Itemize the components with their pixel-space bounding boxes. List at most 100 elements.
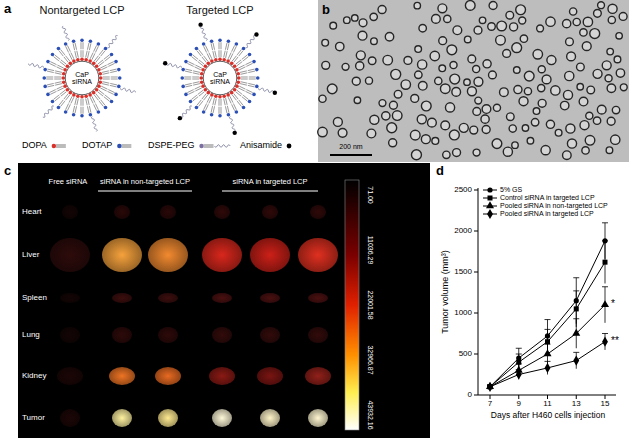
nanoparticle-ring — [563, 151, 572, 160]
lipid-tail — [54, 79, 61, 80]
dotap-head — [114, 60, 118, 64]
error-cap — [516, 348, 522, 349]
lipid-tail — [246, 63, 252, 66]
scale-value: 11036.29 — [366, 236, 374, 265]
nanoparticle-ring — [580, 121, 589, 130]
nanoparticle-ring — [378, 5, 386, 13]
dotap-head — [242, 47, 246, 51]
dotap-head — [227, 39, 231, 43]
dopa-head — [62, 72, 66, 76]
dotap-head — [189, 53, 193, 57]
error-cap — [602, 222, 608, 223]
dopa-head — [76, 94, 80, 98]
legend-text: Control siRNA in targeted LCP — [500, 194, 595, 202]
legend-text: DOTAP — [82, 141, 112, 151]
nanoparticle-ring — [319, 95, 326, 102]
lipid-tail — [233, 46, 236, 52]
tick-mark — [474, 190, 478, 191]
dotap-head — [110, 53, 114, 57]
lipid-tail — [185, 71, 192, 73]
nanoparticle-ring — [432, 138, 439, 145]
nanoparticle-ring — [482, 105, 491, 114]
lipid-tail — [245, 91, 251, 94]
nanoparticle-ring — [450, 74, 460, 84]
dopa-head — [199, 76, 203, 80]
lipid-tail — [237, 90, 242, 94]
nanoparticle-ring — [441, 121, 450, 130]
lipid-tail — [193, 97, 198, 101]
peg-chain — [43, 106, 54, 117]
lipid-tail — [47, 83, 54, 85]
legend-icon — [117, 144, 121, 148]
dotap-head — [110, 100, 114, 104]
nanoparticle-ring — [438, 4, 447, 13]
lipid-tail — [224, 98, 226, 105]
lipid-tail — [71, 53, 74, 59]
dopa-head — [62, 80, 66, 84]
error-cap — [602, 240, 608, 241]
tick-mark — [474, 395, 478, 396]
lipid-tail — [104, 97, 109, 101]
data-marker — [603, 260, 608, 265]
dopa-head — [222, 58, 226, 62]
nanoparticle-ring — [489, 2, 497, 10]
nanoparticle-ring — [514, 85, 522, 93]
nanoparticle-ring — [510, 23, 518, 31]
nanoparticle-ring — [401, 80, 410, 89]
dopa-head — [237, 76, 241, 80]
panel-letter: b — [322, 3, 330, 17]
nanoparticle-ring — [507, 113, 515, 121]
lipid-tail — [213, 51, 215, 58]
data-marker — [574, 306, 579, 311]
nanoparticle-ring — [531, 119, 538, 126]
nanoparticle-ring — [482, 125, 490, 133]
lipid-tail — [243, 56, 248, 60]
lipid-tail — [94, 56, 98, 61]
lipid-tail — [199, 92, 204, 96]
data-line — [490, 305, 605, 387]
nanoparticle-ring — [379, 100, 386, 107]
nanoparticle-ring — [608, 4, 617, 13]
nanoparticle-ring — [527, 137, 534, 144]
lipid-tail — [195, 65, 201, 68]
error-cap — [516, 363, 522, 364]
lipid-tail — [193, 82, 200, 84]
nanoparticle-ring — [570, 8, 577, 15]
dotap-head — [80, 114, 84, 118]
tick-mark — [474, 272, 478, 273]
dotap-head — [104, 106, 108, 110]
nanoparticle-ring — [414, 2, 420, 8]
organ-image — [298, 238, 338, 272]
dotap-head — [256, 76, 260, 80]
lipid-tail — [234, 94, 238, 99]
nanoparticle-ring — [512, 142, 518, 148]
lipid-tail — [226, 51, 228, 58]
lipid-tail — [103, 77, 110, 78]
lipid-tail — [225, 43, 227, 50]
dotap-head — [181, 85, 185, 89]
scale-value: 43932.16 — [366, 400, 374, 429]
nanoparticle-ring — [519, 17, 526, 24]
nanoparticle-ring — [404, 56, 412, 64]
peg-chain — [29, 63, 44, 68]
lipid-tail — [55, 55, 60, 59]
nanoparticle-ring — [492, 139, 502, 149]
lipid-tail — [185, 83, 192, 85]
organ-image — [260, 327, 280, 343]
organ-image — [209, 367, 235, 385]
lipid-tail — [83, 42, 84, 49]
organ-image — [62, 205, 78, 219]
dotap-head — [195, 47, 199, 51]
dopa-head — [236, 72, 240, 76]
lipid-tail — [101, 51, 105, 56]
dopa-head — [236, 80, 240, 84]
lipid-tail — [236, 60, 241, 64]
dotap-head — [64, 42, 68, 46]
dotap-head — [255, 68, 259, 72]
lipid-tail — [87, 106, 89, 113]
lipid-tail — [237, 101, 241, 106]
lipid-tail — [101, 100, 105, 105]
lipid-tail — [224, 51, 226, 58]
nanoparticle-ring — [450, 62, 457, 69]
nanoparticle-ring — [435, 77, 442, 84]
